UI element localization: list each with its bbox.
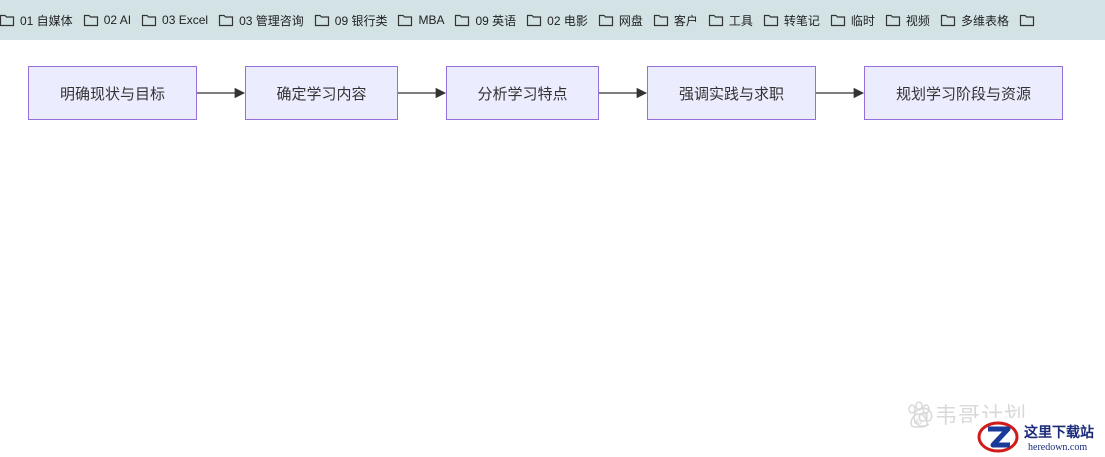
- flowchart-edges: [197, 87, 865, 99]
- bookmark-folder-02-ai[interactable]: 02 AI: [83, 7, 137, 33]
- bookmark-folder-09-english[interactable]: 09 英语: [454, 7, 522, 33]
- svg-text:du: du: [914, 419, 922, 426]
- folder-icon: [708, 14, 723, 27]
- bookmark-folder-09-bank[interactable]: 09 银行类: [314, 7, 394, 33]
- bookmark-label: 03 Excel: [162, 13, 209, 27]
- bookmark-label: 02 AI: [103, 13, 132, 27]
- folder-icon: [940, 14, 956, 27]
- flow-node-plan: 规划学习阶段与资源: [864, 66, 1063, 120]
- bookmark-label: 网盘: [618, 13, 643, 28]
- baidu-paw-icon: du: [908, 401, 930, 428]
- folder-icon: [885, 14, 901, 27]
- folder-icon: [830, 14, 846, 27]
- flow-node-practice: 强调实践与求职: [647, 66, 816, 120]
- folder-icon: [763, 14, 778, 27]
- folder-icon: [455, 14, 470, 27]
- flowchart: 明确现状与目标 确定学习内容 分析学习特点 强调实践与求职 规划学习阶段与资源: [0, 40, 1105, 457]
- folder-icon: [218, 14, 234, 27]
- bookmark-label: 多维表格: [960, 13, 1009, 28]
- bookmark-folder-mba[interactable]: MBA: [397, 7, 450, 33]
- folder-icon: [83, 14, 98, 27]
- site-url: heredown.com: [1028, 442, 1088, 453]
- bookmark-folder-02-movie[interactable]: 02 电影: [526, 7, 594, 33]
- folder-icon: [653, 14, 668, 27]
- flow-node-features: 分析学习特点: [446, 66, 599, 120]
- bookmark-folder-client[interactable]: 客户: [653, 7, 704, 33]
- site-name: 这里下载站: [1024, 425, 1094, 441]
- site-logo[interactable]: 这里下载站 heredown.com: [972, 418, 1105, 457]
- folder-icon: [314, 14, 329, 27]
- bookmark-folder-01-media[interactable]: 01 自媒体: [0, 7, 79, 33]
- bookmark-label: MBA: [418, 13, 445, 27]
- bookmark-label: 客户: [673, 13, 698, 28]
- bookmark-folder-multi-table[interactable]: 多维表格: [940, 7, 1015, 33]
- bookmark-label: 工具: [728, 13, 753, 28]
- bookmark-folder-tools[interactable]: 工具: [708, 7, 759, 33]
- bookmark-folder-overflow[interactable]: [1019, 7, 1046, 33]
- bookmark-label: 视频: [905, 13, 930, 28]
- folder-icon: [141, 14, 157, 27]
- z-logo-icon: [977, 421, 1019, 453]
- bookmark-folder-03-consulting[interactable]: 03 管理咨询: [218, 7, 310, 33]
- bookmark-label: 转笔记: [783, 13, 820, 28]
- bookmark-label: 临时: [850, 13, 875, 28]
- bookmark-label: 09 英语: [475, 13, 517, 28]
- bookmark-folder-notes[interactable]: 转笔记: [763, 7, 826, 33]
- bookmark-folder-temp[interactable]: 临时: [830, 7, 881, 33]
- bookmark-folder-netdisk[interactable]: 网盘: [598, 7, 649, 33]
- folder-icon: [1019, 14, 1035, 27]
- bookmark-label: 09 银行类: [334, 13, 388, 28]
- bookmark-label: 02 电影: [547, 13, 588, 28]
- folder-icon: [0, 14, 15, 27]
- bookmark-folder-03-excel[interactable]: 03 Excel: [141, 7, 214, 33]
- flow-node-goals: 明确现状与目标: [28, 66, 197, 120]
- folder-icon: [398, 14, 413, 27]
- folder-icon: [598, 14, 613, 27]
- bookmarks-bar: 01 自媒体 02 AI 03 Excel 03 管理咨询 09 银行类 MBA…: [0, 0, 1105, 40]
- flow-node-content: 确定学习内容: [245, 66, 398, 120]
- bookmark-label: 03 管理咨询: [239, 13, 304, 28]
- folder-icon: [527, 14, 542, 27]
- bookmark-folder-video[interactable]: 视频: [885, 7, 936, 33]
- bookmark-label: 01 自媒体: [20, 13, 73, 28]
